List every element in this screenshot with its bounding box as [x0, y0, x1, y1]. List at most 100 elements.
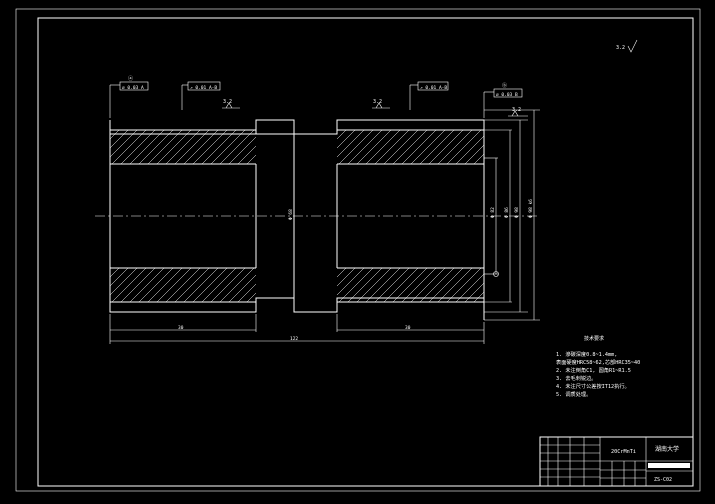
dim-inner-dia: Φ 68	[288, 209, 294, 220]
hatch-line	[501, 130, 535, 164]
hatch-top-left	[110, 130, 317, 164]
tb-drawing-no: ZS-C02	[654, 477, 672, 483]
hatch-line	[337, 130, 365, 158]
hatch-line	[383, 130, 419, 164]
hatch-line	[437, 268, 473, 302]
left-runout-callout: ↗ 0.01 A-B	[181, 81, 221, 110]
hatch-top-right	[337, 130, 544, 164]
hatch-line	[482, 300, 484, 302]
hatch-line	[183, 130, 219, 164]
hatch-line	[437, 130, 473, 164]
hatch-line	[428, 268, 464, 302]
right-datum-callout: ⓑ ⌀ 0.03 B	[483, 82, 523, 118]
hatch-line	[337, 130, 356, 149]
hatch-line	[255, 163, 256, 164]
hatch-line	[473, 153, 484, 164]
part-outline	[109, 119, 485, 320]
hatch-line	[492, 268, 526, 302]
hatch-line	[455, 135, 484, 164]
hatch-line	[147, 268, 183, 302]
hatch-line	[337, 268, 365, 296]
hatch-line	[492, 130, 526, 164]
hatch-line	[383, 268, 419, 302]
hatch-line	[174, 130, 210, 164]
hatch-line	[283, 130, 317, 164]
note-line: 3. 去毛刺锐边。	[556, 374, 597, 382]
svg-text:ⓐ: ⓐ	[128, 75, 133, 82]
hatch-line	[337, 130, 347, 140]
hatch-line	[111, 268, 147, 302]
hatch-line	[410, 268, 446, 302]
svg-text:ⓑ: ⓑ	[502, 82, 507, 89]
hatch-bottom-left	[110, 268, 317, 302]
hatch-line	[228, 136, 256, 164]
dim-left-len: 30	[178, 325, 184, 331]
hatch-line	[510, 268, 544, 302]
hatch-line	[110, 130, 138, 158]
hatch-line	[110, 130, 129, 149]
hatch-line	[110, 268, 138, 296]
dim-d3: Φ 98	[514, 207, 520, 218]
hatch-line	[283, 268, 317, 302]
note-line: 1. 渗碳深度0.8~1.4mm,	[556, 350, 617, 358]
hatch-line	[337, 268, 347, 278]
right-top-roughness: 3.2	[508, 107, 528, 117]
hatch-line	[138, 130, 174, 164]
hatch-bottom-right	[337, 268, 544, 302]
right-roughness: 3.2	[372, 99, 390, 109]
hatch-line	[501, 268, 535, 302]
hatch-line	[347, 268, 383, 302]
note-line: 4. 未注尺寸公差按IT12执行。	[556, 382, 630, 390]
hatch-line	[464, 144, 484, 164]
hatch-line	[237, 283, 256, 302]
hatch-line	[455, 273, 484, 302]
hatch-line	[201, 268, 237, 302]
hatch-line	[147, 130, 183, 164]
hatch-line	[510, 130, 544, 164]
svg-text:3.2: 3.2	[373, 99, 382, 105]
hatch-line	[110, 268, 120, 278]
svg-text:↗ 0.01 A-B: ↗ 0.01 A-B	[420, 85, 447, 91]
hatch-line	[392, 130, 428, 164]
hatch-line	[120, 268, 156, 302]
hatch-line	[246, 292, 256, 302]
hatch-line	[274, 268, 308, 302]
hatch-line	[401, 130, 437, 164]
hatch-line	[274, 130, 308, 164]
hatch-line	[192, 268, 228, 302]
outer-border	[15, 8, 701, 492]
hatch-line	[129, 130, 165, 164]
hatch-line	[120, 130, 156, 164]
hatch-line	[183, 268, 219, 302]
svg-text:3.2: 3.2	[223, 99, 232, 105]
hatch-line	[338, 268, 374, 302]
hatch-line	[219, 130, 255, 164]
hatch-line	[365, 268, 401, 302]
hatch-line	[110, 268, 129, 287]
hatch-line	[374, 268, 410, 302]
dim-d2: Φ 86	[504, 207, 510, 218]
hatch-line	[165, 130, 201, 164]
hatch-line	[138, 268, 174, 302]
tb-material: 20CrMnTi	[611, 449, 636, 455]
hatch-line	[446, 130, 482, 164]
dim-d4: Φ 98 k6	[528, 199, 534, 218]
hatch-line	[156, 268, 192, 302]
hatch-line	[482, 162, 484, 164]
hatch-line	[428, 130, 464, 164]
hatch-line	[473, 291, 484, 302]
hatch-line	[228, 274, 256, 302]
svg-text:↗ 0.01 A-B: ↗ 0.01 A-B	[190, 85, 217, 91]
hatch-line	[246, 154, 256, 164]
hatch-line	[401, 268, 437, 302]
dim-d1: Φ 82	[490, 207, 496, 218]
hatch-line	[219, 268, 255, 302]
hatch-line	[201, 130, 237, 164]
hatch-line	[337, 268, 338, 269]
hatch-line	[410, 130, 446, 164]
title-block: 20CrMnTi 湖南大学 ZS-C02	[539, 436, 694, 487]
hatch-line	[356, 130, 392, 164]
global-roughness: 3.2	[616, 39, 638, 53]
hatch-line	[210, 130, 246, 164]
